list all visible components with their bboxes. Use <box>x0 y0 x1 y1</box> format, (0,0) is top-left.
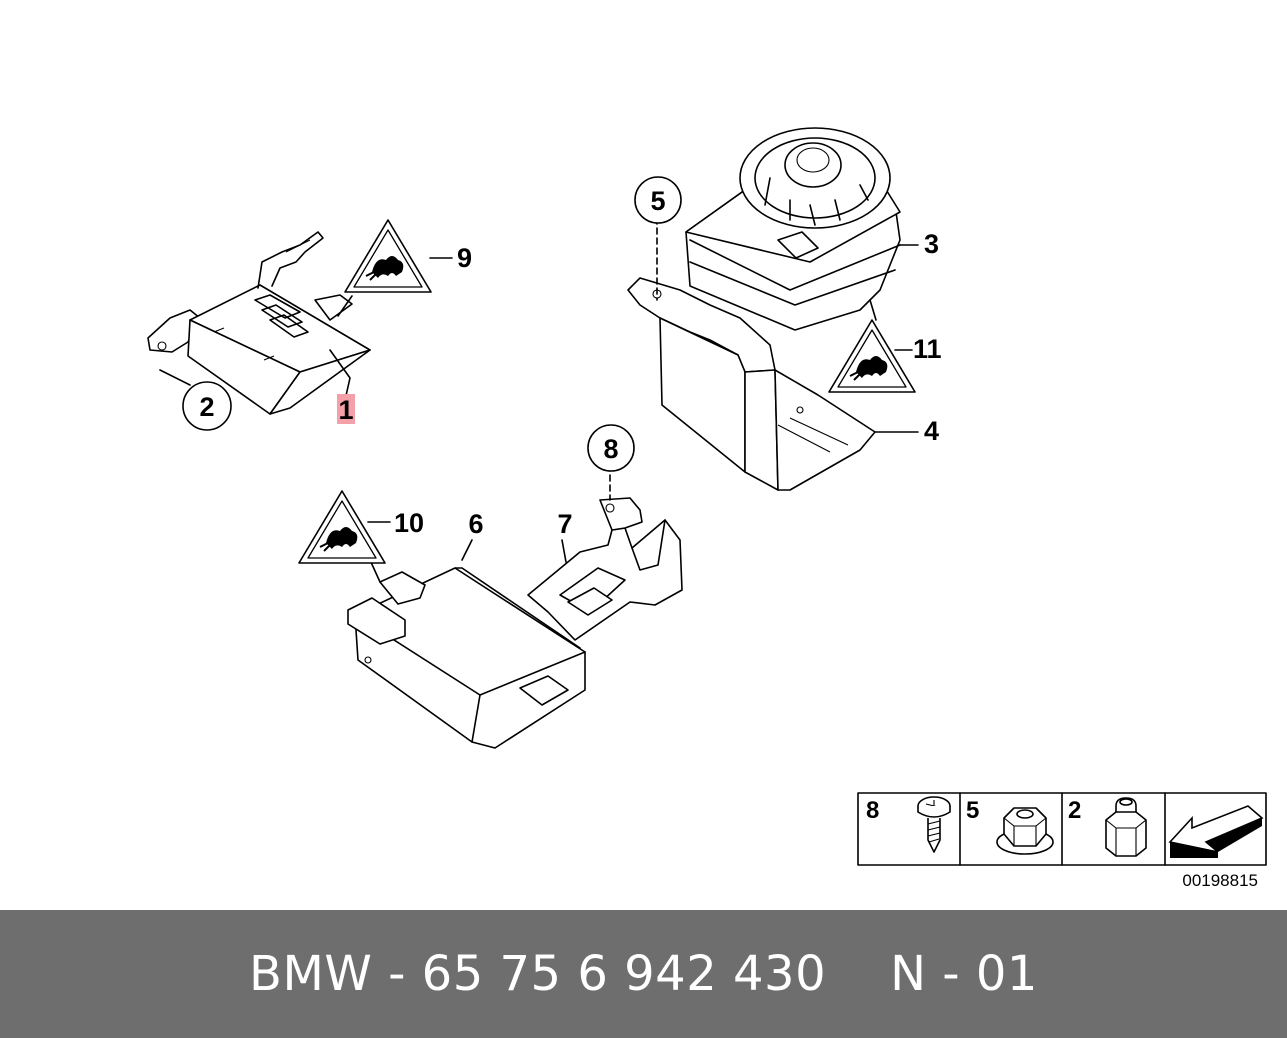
bracket-part-4 <box>627 217 919 491</box>
legend-label-2: 2 <box>1068 797 1081 824</box>
screw-icon <box>917 796 951 853</box>
cap-nut-icon <box>1105 797 1147 857</box>
callout-1: 1 <box>338 395 353 425</box>
callout-circle-2: 2 <box>182 381 232 431</box>
callout-4: 4 <box>924 416 939 446</box>
callout-circle-5: 5 <box>634 176 682 224</box>
part-number-text: BMW - 65 75 6 942 430 <box>249 946 827 1002</box>
parts-diagram: 2 5 8 1 3 4 6 7 9 10 11 8 5 <box>147 127 1267 890</box>
callout-7: 7 <box>557 509 572 539</box>
svg-text:2: 2 <box>199 392 214 422</box>
callout-circle-8: 8 <box>587 424 635 472</box>
flange-nut-icon <box>996 807 1054 855</box>
callout-1-highlight <box>337 394 355 424</box>
svg-text:8: 8 <box>603 434 618 464</box>
warning-symbol-10 <box>298 490 386 564</box>
position-code-text: N - 01 <box>890 946 1038 1002</box>
module-part-6 <box>347 539 586 749</box>
warning-symbol-9 <box>344 219 432 293</box>
callout-6: 6 <box>468 509 483 539</box>
legend-label-5: 5 <box>966 797 979 824</box>
warning-symbol-11 <box>828 319 916 393</box>
image-number: 00198815 <box>1182 871 1258 890</box>
siren-part-3 <box>685 127 919 331</box>
svg-text:5: 5 <box>650 186 665 216</box>
bracket-part-7 <box>527 464 683 641</box>
control-unit-part-1 <box>147 231 371 415</box>
callout-10: 10 <box>394 508 424 538</box>
callout-3: 3 <box>924 229 939 259</box>
part-number-banner: BMW - 65 75 6 942 430 N - 01 <box>0 910 1287 1038</box>
direction-arrow-icon <box>1168 805 1264 858</box>
legend-label-8: 8 <box>866 797 879 824</box>
callout-9: 9 <box>457 243 472 273</box>
hardware-legend: 8 5 2 <box>857 792 1267 866</box>
callout-11: 11 <box>913 334 942 364</box>
